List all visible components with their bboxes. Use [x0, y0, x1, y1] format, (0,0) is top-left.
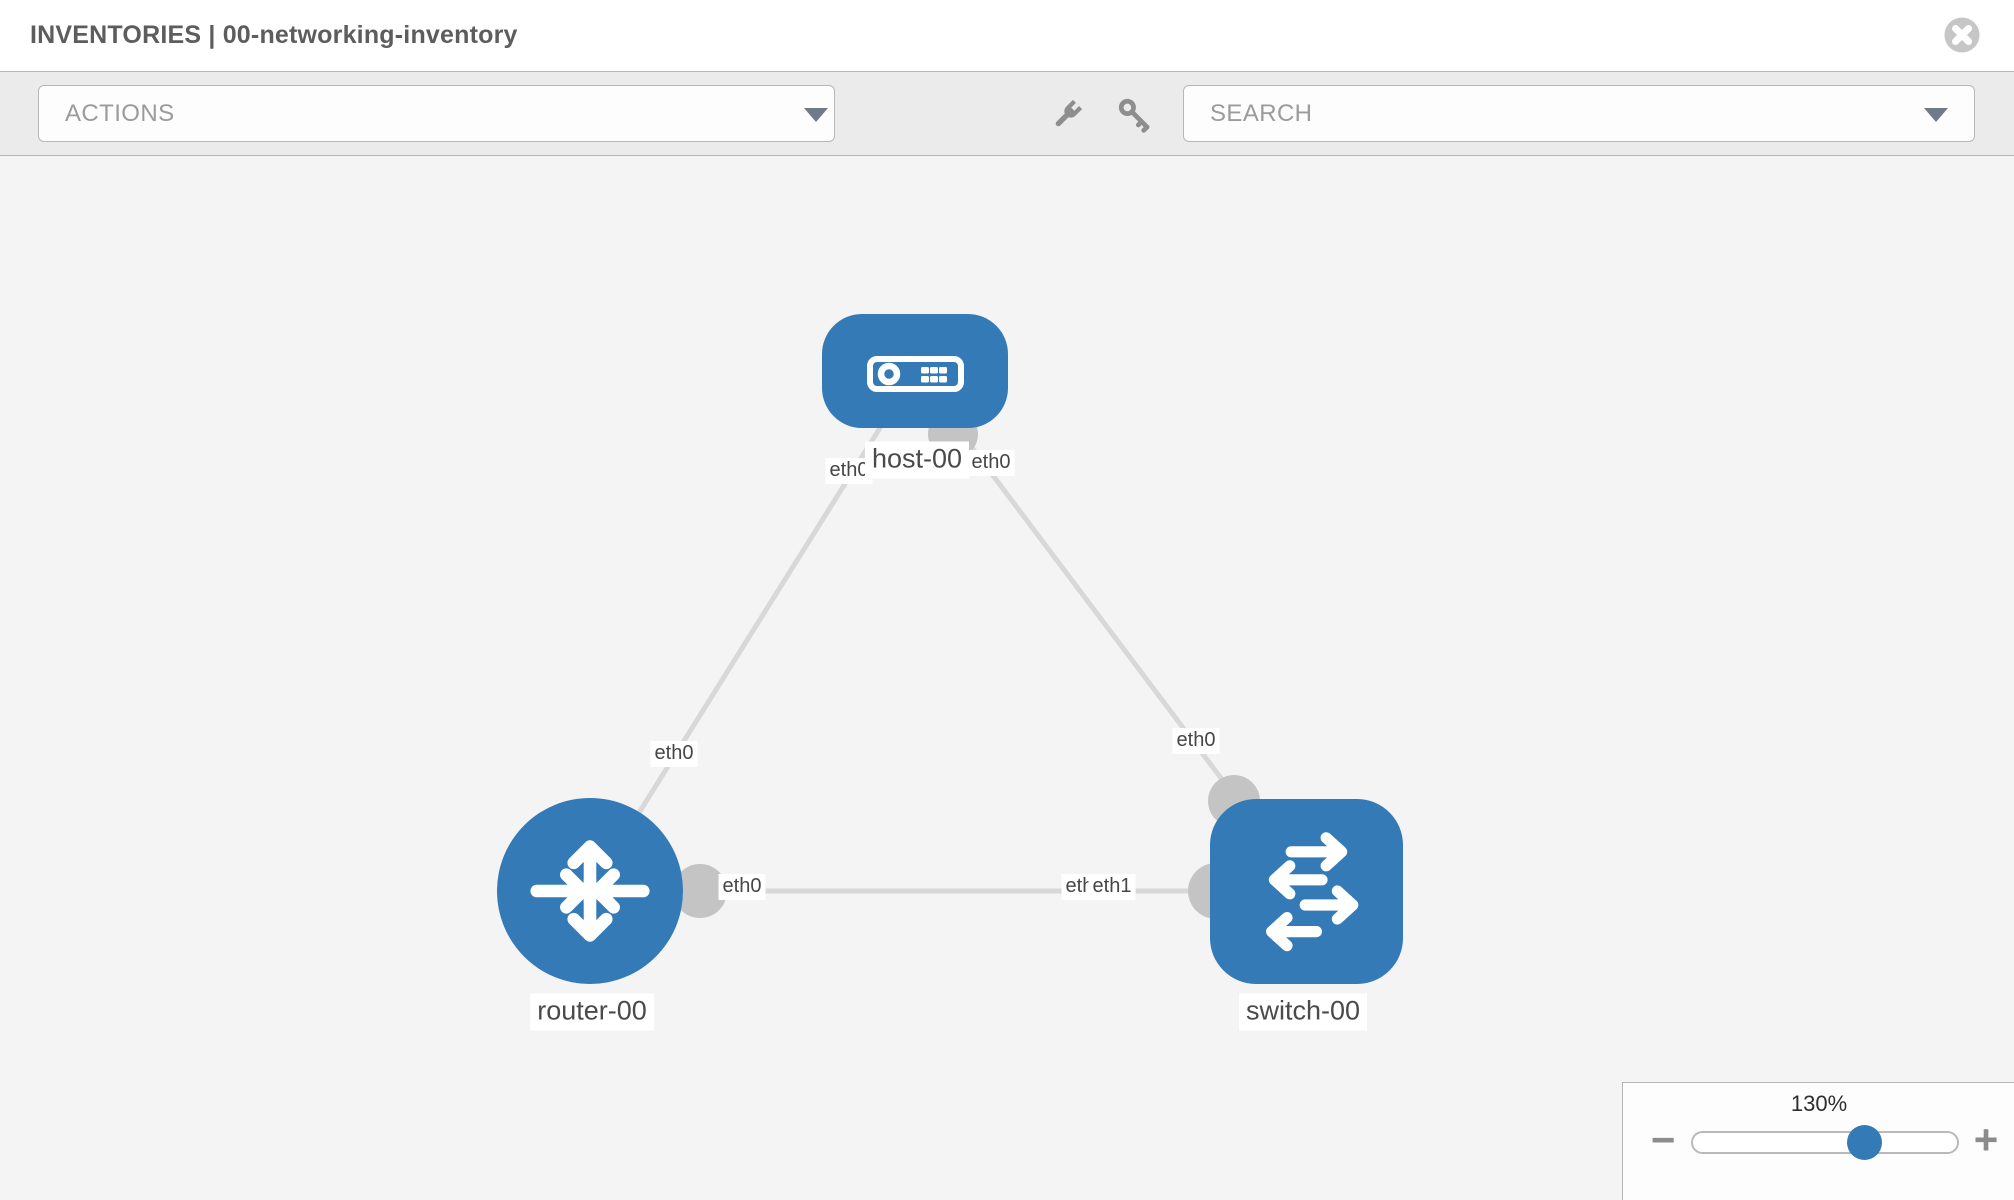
node-label-host-00: host-00	[864, 441, 970, 479]
node-host-00[interactable]	[822, 314, 1008, 428]
page-title: INVENTORIES | 00-networking-inventory	[30, 21, 518, 49]
node-switch-00[interactable]	[1210, 799, 1403, 984]
key-button[interactable]	[1116, 96, 1154, 134]
node-label-router-00: router-00	[530, 993, 654, 1031]
chevron-down-icon	[804, 108, 828, 122]
node-router-00[interactable]	[497, 798, 683, 984]
actions-dropdown[interactable]: ACTIONS	[38, 85, 835, 142]
interface-label: eth0	[650, 741, 698, 767]
topology-canvas[interactable]: eth0 eth0 eth0 eth0 eth0 eth0 eth1 host-…	[0, 156, 2014, 1200]
close-button[interactable]	[1944, 17, 1980, 53]
interface-label: eth1	[1088, 874, 1136, 900]
zoom-out-button[interactable]: −	[1650, 1116, 1676, 1163]
search-label: SEARCH	[1210, 99, 1313, 127]
port-router-eth0[interactable]	[673, 864, 727, 918]
host-icon	[867, 356, 964, 392]
interface-label: eth0	[967, 450, 1015, 476]
zoom-percent-label: 130%	[1790, 1091, 1848, 1116]
switch-icon	[1265, 832, 1359, 952]
header: INVENTORIES | 00-networking-inventory	[0, 0, 2014, 71]
zoom-in-button[interactable]: +	[1973, 1116, 1999, 1163]
wrench-button[interactable]	[1048, 96, 1086, 134]
zoom-slider-thumb[interactable]	[1847, 1125, 1882, 1160]
zoom-slider-track[interactable]	[1691, 1131, 1959, 1154]
node-label-switch-00: switch-00	[1238, 993, 1368, 1031]
router-icon	[530, 840, 650, 942]
chevron-down-icon	[1924, 108, 1948, 122]
zoom-control-panel: 130% − +	[1622, 1082, 2014, 1200]
search-dropdown[interactable]: SEARCH	[1183, 85, 1975, 142]
close-icon	[1944, 17, 1980, 53]
interface-label: eth0	[1172, 728, 1220, 754]
interface-label: eth0	[825, 458, 873, 484]
interface-ports	[673, 409, 1260, 919]
interface-label: eth0	[718, 874, 766, 900]
actions-label: ACTIONS	[65, 99, 175, 127]
wrench-icon	[1055, 99, 1083, 127]
key-icon	[1118, 98, 1150, 133]
toolbar: ACTIONS SEARCH	[0, 71, 2014, 156]
